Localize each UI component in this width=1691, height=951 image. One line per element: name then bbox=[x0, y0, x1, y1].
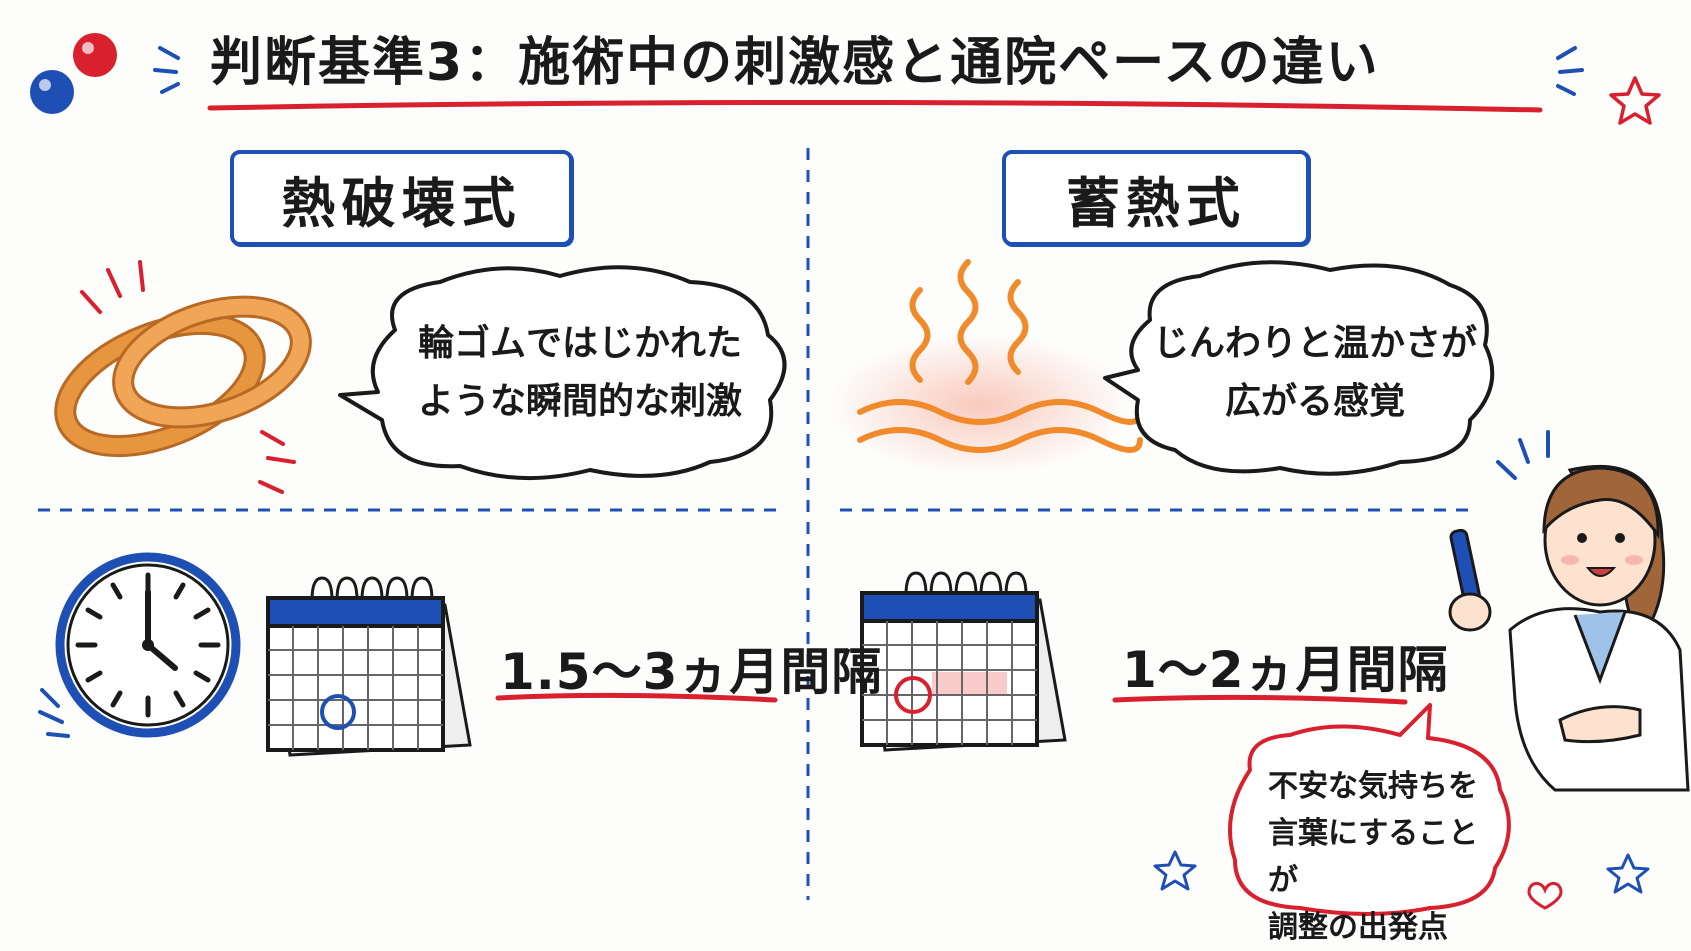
heart-icon bbox=[1527, 882, 1563, 910]
calendar-icon bbox=[266, 576, 472, 757]
left-interval-text: 1.5～3ヵ月間隔 bbox=[500, 643, 883, 701]
advice-speech-bubble bbox=[1228, 703, 1511, 916]
right-method-label: 蓄熱式 bbox=[1002, 150, 1310, 246]
title-accent-right bbox=[1556, 46, 1584, 96]
right-speech-bubble bbox=[1103, 260, 1495, 476]
left-interval-underline bbox=[495, 692, 778, 703]
right-sensation-text: じんわりと温かさが 広がる感覚 bbox=[1152, 323, 1477, 422]
calendar-icon bbox=[860, 571, 1067, 752]
star-icon bbox=[1153, 850, 1197, 891]
doctor-illustration bbox=[1448, 430, 1690, 792]
left-sensation-text: 輪ゴムではじかれた ような瞬間的な刺激 bbox=[417, 323, 742, 422]
heat-waves-icon bbox=[830, 259, 1143, 475]
star-icon bbox=[1606, 853, 1650, 894]
clock-icon bbox=[38, 552, 241, 738]
star-icon bbox=[1609, 76, 1661, 125]
page-title: 判断基準3：施術中の刺激感と通院ペースの違い bbox=[210, 33, 1380, 93]
right-interval-text: 1～2ヵ月間隔 bbox=[1122, 641, 1449, 699]
decorative-balls-icon bbox=[30, 33, 117, 114]
title-accent-left bbox=[153, 46, 180, 94]
left-method-label: 熱破壊式 bbox=[230, 150, 573, 246]
title-underline bbox=[207, 99, 1543, 113]
right-interval-underline bbox=[1112, 694, 1408, 705]
illustration-layer bbox=[30, 33, 1690, 916]
left-speech-bubble bbox=[338, 265, 787, 481]
advice-text: 不安な気持ちを 言葉にすることが 調整の出発点 bbox=[1268, 769, 1479, 945]
rubber-band-icon bbox=[54, 260, 312, 494]
